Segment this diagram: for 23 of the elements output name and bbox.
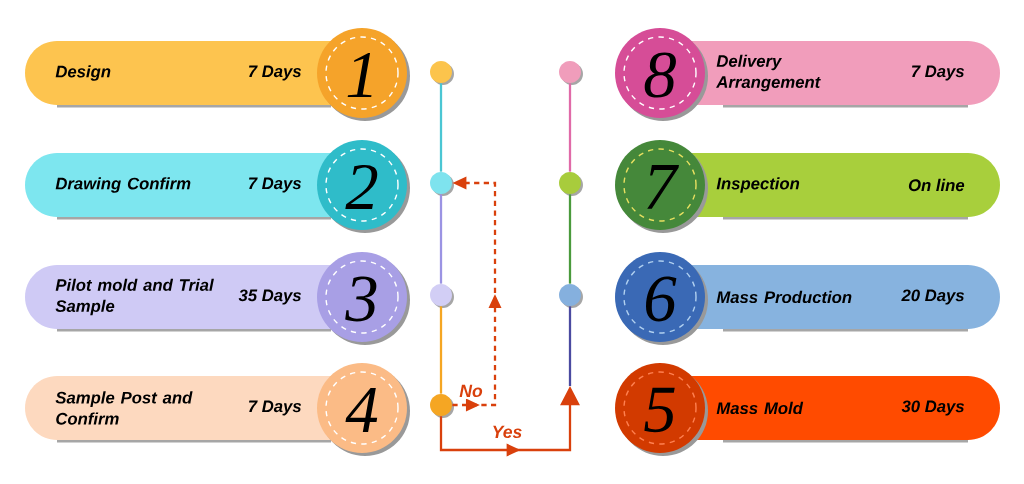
timeline-dot	[430, 284, 454, 308]
stage-pill: Pilot mold and Trial Sample 35 Days	[25, 265, 331, 332]
stage-pill: Drawing Confirm 7 Days	[25, 153, 331, 220]
stage-pill: Mass Mold 30 Days	[691, 376, 1000, 443]
timeline-dot	[559, 61, 583, 85]
timeline-line	[568, 306, 572, 386]
stage-pill: Mass Production 20 Days	[691, 265, 1000, 332]
timeline-line	[568, 194, 572, 284]
timeline-line	[439, 306, 443, 394]
timeline-dot	[430, 61, 454, 85]
stage-pill: Design 7 Days	[25, 41, 331, 108]
stage-pill: Sample Post and Confirm 7 Days	[25, 376, 331, 443]
timeline-dot	[559, 284, 583, 308]
timeline-line	[568, 83, 572, 172]
timeline-line	[439, 194, 443, 284]
timeline-dot	[559, 172, 583, 196]
timeline-dot	[430, 172, 454, 196]
stage-pill: Delivery Arrangement 7 Days	[691, 41, 1000, 108]
edge-label: Yes	[489, 424, 525, 440]
timeline-line	[439, 83, 443, 172]
timeline-dot	[430, 394, 454, 418]
edge-label: No	[457, 383, 485, 399]
stage-pill: Inspection On line	[691, 153, 1000, 220]
